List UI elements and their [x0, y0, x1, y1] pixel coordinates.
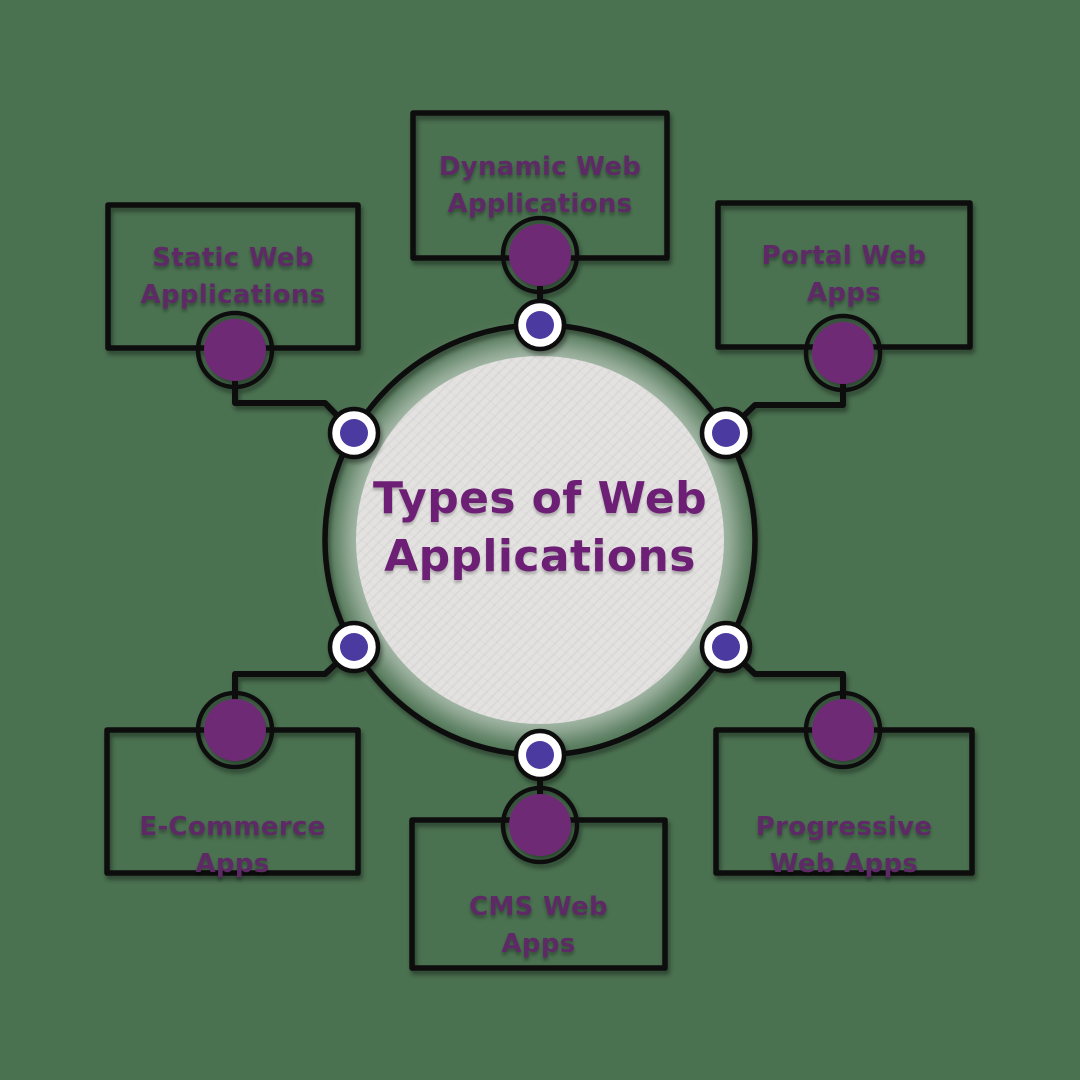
bullet-ecommerce [195, 690, 275, 770]
ring-node-lower-left [327, 620, 381, 674]
ring-node-lower-right [699, 620, 753, 674]
bullet-cms [500, 785, 580, 865]
bullet-portal [803, 313, 883, 393]
diagram-title-line2: Applications [384, 531, 696, 582]
ring-node-upper-left [327, 406, 381, 460]
ring-node-bottom [513, 728, 567, 782]
ring-node-upper-right [699, 406, 753, 460]
diagram-title: Types of Web Applications [355, 470, 725, 586]
bullet-progressive [803, 690, 883, 770]
bullet-dynamic [500, 215, 580, 295]
ring-node-top [513, 298, 567, 352]
hub-circle [356, 356, 724, 724]
diagram-title-line1: Types of Web [372, 473, 708, 524]
bullet-static [195, 310, 275, 390]
